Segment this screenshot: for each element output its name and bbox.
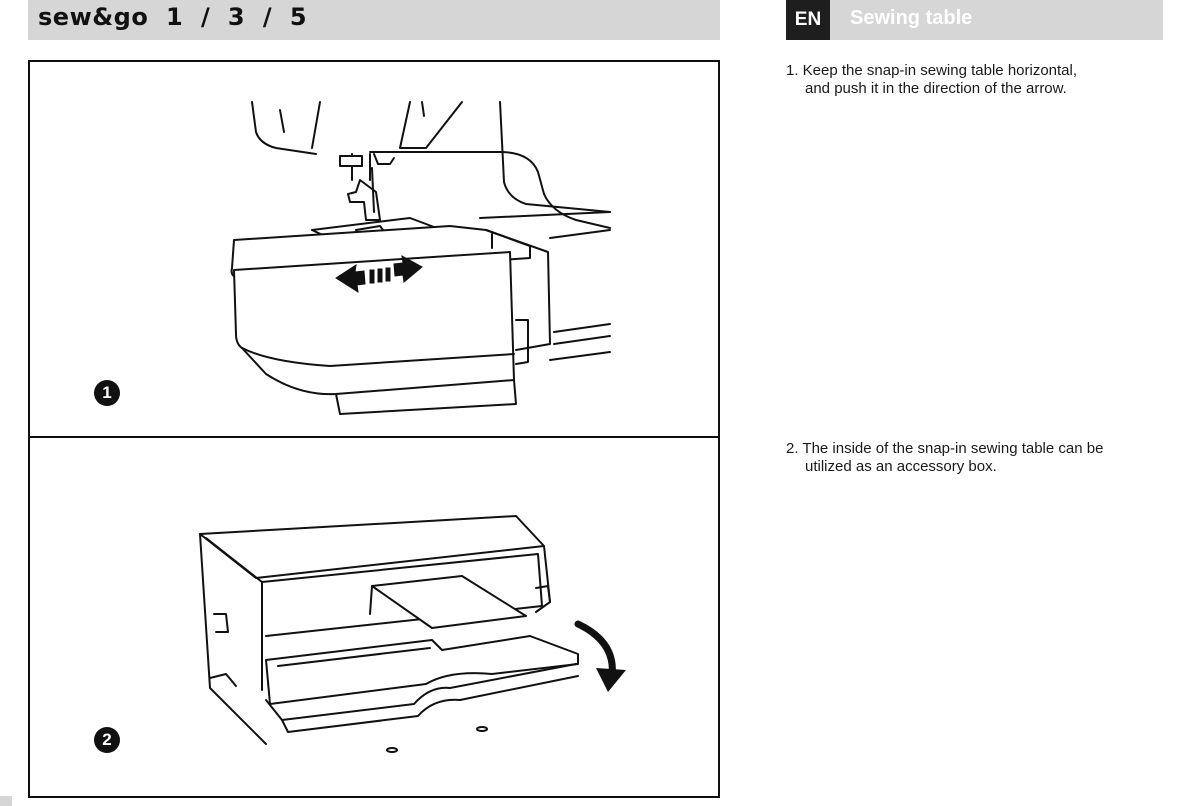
language-badge: EN — [786, 0, 830, 40]
figure-step-badge-1: 1 — [94, 380, 120, 406]
accessory-box-illustration — [30, 438, 718, 796]
instruction-step-1: 1. Keep the snap-in sewing table horizon… — [786, 62, 1166, 98]
instruction-step-1-line-2: and push it in the direction of the arro… — [786, 80, 1166, 98]
instruction-step-2: 2. The inside of the snap-in sewing tabl… — [786, 440, 1166, 476]
sewing-machine-illustration — [30, 62, 718, 436]
page-corner-mark — [0, 796, 12, 806]
illustration-frame: 1 — [28, 60, 720, 798]
section-title: Sewing table — [850, 7, 972, 30]
instruction-step-1-line-1: 1. Keep the snap-in sewing table horizon… — [786, 62, 1077, 79]
instruction-step-2-line-2: utilized as an accessory box. — [786, 458, 1166, 476]
instruction-step-2-line-1: 2. The inside of the snap-in sewing tabl… — [786, 440, 1103, 457]
header-band-left: sew&go 1 / 3 / 5 — [28, 0, 720, 40]
header-band-right: EN Sewing table — [786, 0, 1163, 40]
figure-step-badge-2: 2 — [94, 727, 120, 753]
model-title: sew&go 1 / 3 / 5 — [38, 3, 307, 31]
